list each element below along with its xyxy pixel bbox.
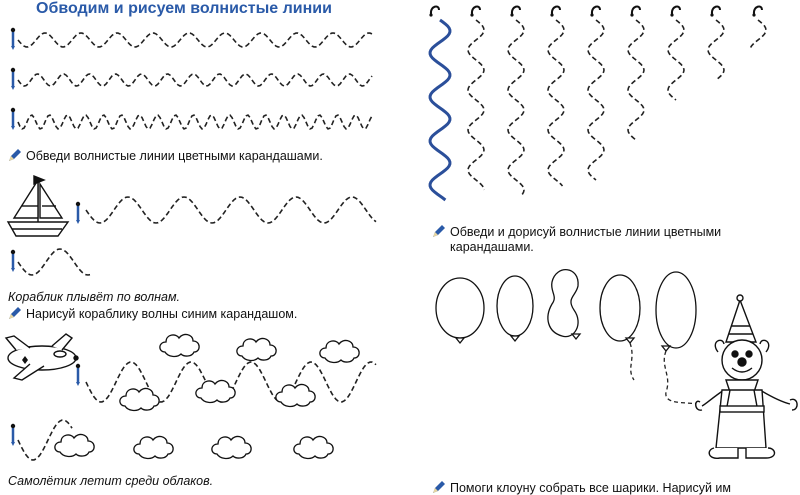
hook-icon [709,5,721,18]
dashed-vertical-wave [667,19,685,101]
instruction-right-task-continued: карандашами. [450,240,534,254]
instruction-right-task: Обведи и дорисуй волнистые линии цветным… [432,224,721,239]
dashed-vertical-wave [749,19,767,51]
boat-caption: Кораблик плывёт по волнам. [8,290,180,304]
trace-row-1 [9,26,373,52]
cloud-icon [54,433,95,458]
clown-icon [695,294,798,459]
dashed-vertical-wave [587,19,605,181]
vertical-waves [428,5,767,202]
hook-icon [589,5,601,18]
instruction-boat-task: Нарисуй кораблику волны синим карандашом… [8,306,297,321]
pencil-icon [9,149,21,161]
cloud-icon [195,379,236,404]
hook-icon [469,5,481,18]
page-title: Обводим и рисуем волнистые линии [36,0,332,17]
cloud-icon [293,435,334,460]
balloon-icon [435,277,485,345]
cloud-icon [275,383,316,408]
cloud-icon [133,435,174,460]
cloud-icon [236,337,277,362]
instruction-text: Обведи и дорисуй волнистые линии цветным… [450,225,722,239]
solid-sample-wave [428,18,452,202]
instruction-text: Обведи волнистые линии цветными карандаш… [26,149,323,163]
cloud-icon [159,333,200,358]
hook-icon [669,5,681,18]
pencil-icon [433,225,445,237]
dashed-vertical-wave [707,19,725,81]
cloud-icon [119,387,160,412]
hook-icon [549,5,561,18]
trace-row-3 [9,106,373,132]
balloon-strings [629,342,701,405]
hook-icon [751,5,763,18]
instruction-text: Помоги клоуну собрать все шарики. Нарису… [450,481,731,495]
clouds-group [54,333,360,460]
dashed-vertical-wave [627,19,645,141]
trace-row-2 [9,66,373,92]
hook-icon [509,5,521,18]
instruction-text: Нарисуй кораблику волны синим карандашом… [26,307,298,321]
balloon-icon [496,275,534,343]
instruction-clown-task: Помоги клоуну собрать все шарики. Нарису… [432,480,731,495]
cloud-icon [211,435,252,460]
balloon-icon [547,269,582,341]
dashed-vertical-wave [547,19,565,187]
balloons-group [435,269,697,353]
cloud-icon [319,339,360,364]
balloon-icon [599,274,641,345]
dashed-vertical-wave [467,19,485,191]
instruction-trace-colored: Обведи волнистые линии цветными карандаш… [8,148,323,163]
balloon-icon [655,271,697,353]
airplane-icon [4,333,79,381]
boat-icon [6,174,70,237]
pencil-icon [9,307,21,319]
hook-icon [629,5,641,18]
dashed-vertical-wave [507,19,525,197]
plane-caption: Самолётик летит среди облаков. [8,474,214,488]
